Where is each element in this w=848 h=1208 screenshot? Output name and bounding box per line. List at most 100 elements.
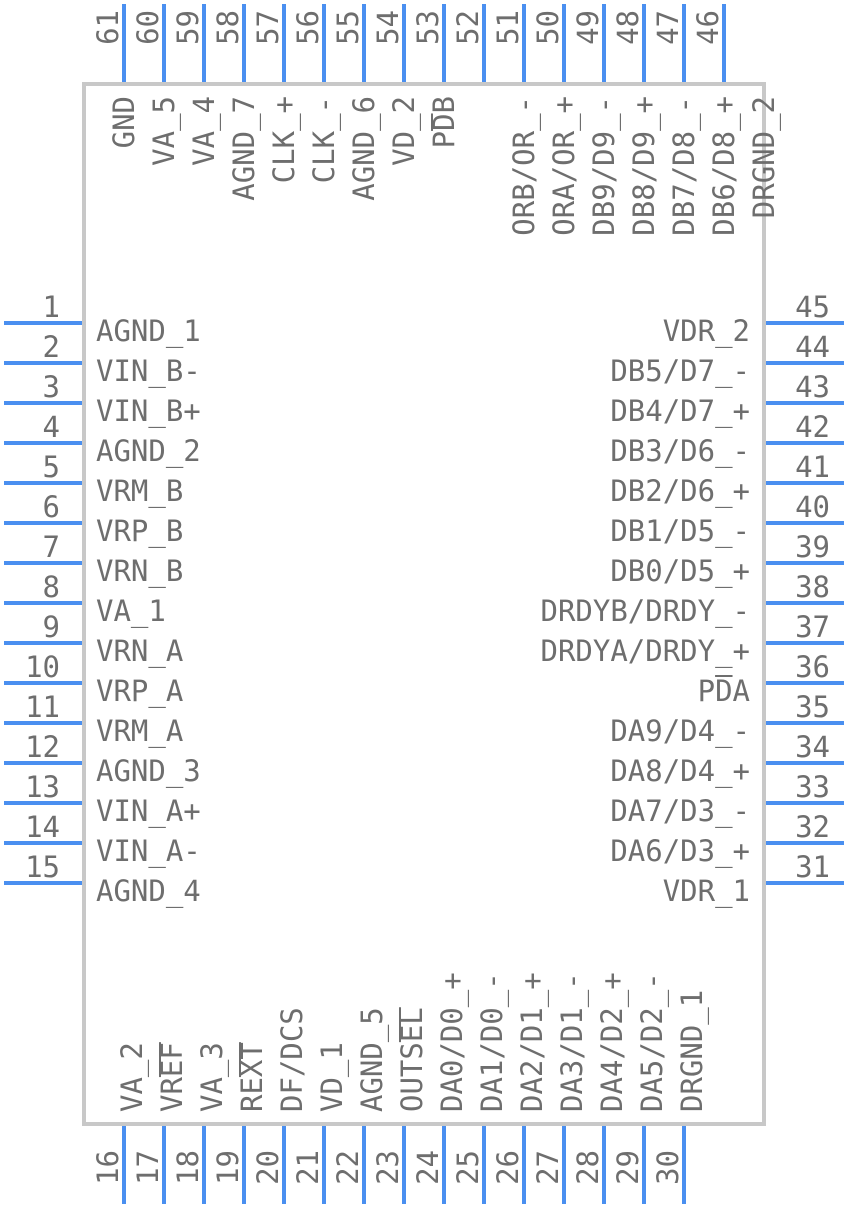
pin-number: 27 [531, 1150, 565, 1185]
pin-30: 30 DRGND_1 [651, 990, 710, 1185]
pin-number: 18 [171, 1150, 205, 1185]
pin-number: 57 [251, 10, 285, 45]
pin-number: 29 [611, 1150, 645, 1185]
pin-number: 42 [795, 410, 830, 444]
pin-name-db3-d6: DB3/D6_- [610, 434, 750, 469]
pin-name-da6-d3: DA6/D3_+ [610, 834, 750, 869]
pin-name-vrm-b: VRM_B [96, 474, 183, 509]
pin-name-db4-d7: DB4/D7_+ [610, 394, 750, 429]
pin-name-va-1: VA_1 [96, 594, 166, 629]
pin-number: 28 [571, 1150, 605, 1185]
pin-number: 3 [43, 370, 60, 404]
pin-number: 36 [795, 650, 830, 684]
pin-name-da4-d2: DA4/D2_+ [595, 972, 630, 1112]
pin-number: 17 [131, 1150, 165, 1185]
pin-number: 33 [795, 770, 830, 804]
pin-name-da3-d1: DA3/D1_- [555, 972, 590, 1112]
pin-number: 50 [531, 10, 565, 45]
pin-number: 6 [43, 490, 60, 524]
pin-number: 5 [43, 450, 60, 484]
pin-name-vrp-b: VRP_B [96, 514, 183, 549]
pin-number: 55 [331, 10, 365, 45]
pin-number: 60 [131, 10, 165, 45]
pin-name-agnd-4: AGND_4 [96, 874, 201, 909]
pin-number: 24 [411, 1150, 445, 1185]
pin-number: 35 [795, 690, 830, 724]
pin-name-clk: CLK_+ [267, 96, 302, 183]
pin-name-da9-d4: DA9/D4_- [610, 714, 750, 749]
pin-number: 20 [251, 1150, 285, 1185]
pin-name-db2-d6: DB2/D6_+ [610, 474, 750, 509]
pin-name-agnd-7: AGND_7 [227, 96, 262, 201]
pin-name-db1-d5: DB1/D5_- [610, 514, 750, 549]
pin-name-agnd-3: AGND_3 [96, 754, 201, 789]
pin-name-db6-d8: DB6/D8_+ [707, 96, 742, 236]
pin-name-vin-a: VIN_A+ [96, 794, 201, 829]
pin-number: 14 [25, 810, 60, 844]
pin-label-drgnd-2: DRGND_2 [747, 96, 782, 218]
pin-number: 9 [43, 610, 60, 644]
pin-name-db8-d9: DB8/D9_+ [627, 96, 662, 236]
pin-name-vin-a: VIN_A- [96, 834, 201, 869]
pin-name-vd-2: VD_2 [387, 96, 422, 166]
pin-name-agnd-2: AGND_2 [96, 434, 201, 469]
pin-number: 58 [211, 10, 245, 45]
pin-number: 40 [795, 490, 830, 524]
pin-name-agnd-5: AGND_5 [355, 1007, 390, 1112]
pin-number: 61 [91, 10, 125, 45]
pin-name-db7-d8: DB7/D8_- [667, 96, 702, 236]
pin-name-df-dcs: DF/DCS [275, 1007, 309, 1112]
pin-name-va-5: VA_5 [147, 96, 182, 166]
pin-name-drgnd-1: DRGND_1 [675, 990, 710, 1112]
pin-number: 26 [491, 1150, 525, 1185]
pin-name-vd-1: VD_1 [315, 1042, 350, 1112]
pin-name-vrp-a: VRP_A [96, 674, 183, 709]
pin-number: 47 [651, 10, 685, 45]
pin-name-agnd-6: AGND_6 [347, 96, 382, 201]
pin-number: 38 [795, 570, 830, 604]
pin-number: 12 [25, 730, 60, 764]
pin-number: 56 [291, 10, 325, 45]
pin-name-db9-d9: DB9/D9_- [587, 96, 622, 236]
pin-number: 34 [795, 730, 830, 764]
pin-name-pda: PDA [698, 674, 750, 708]
pin-number: 49 [571, 10, 605, 45]
pin-name-db5-d7: DB5/D7_- [610, 354, 750, 389]
pin-number: 48 [611, 10, 645, 45]
pin-name-gnd: GND [107, 96, 141, 148]
pin-name-ora-or: ORA/OR_+ [547, 96, 582, 236]
pin-number: 52 [451, 10, 485, 45]
pin-number: 13 [25, 770, 60, 804]
pin-number: 30 [651, 1150, 685, 1185]
